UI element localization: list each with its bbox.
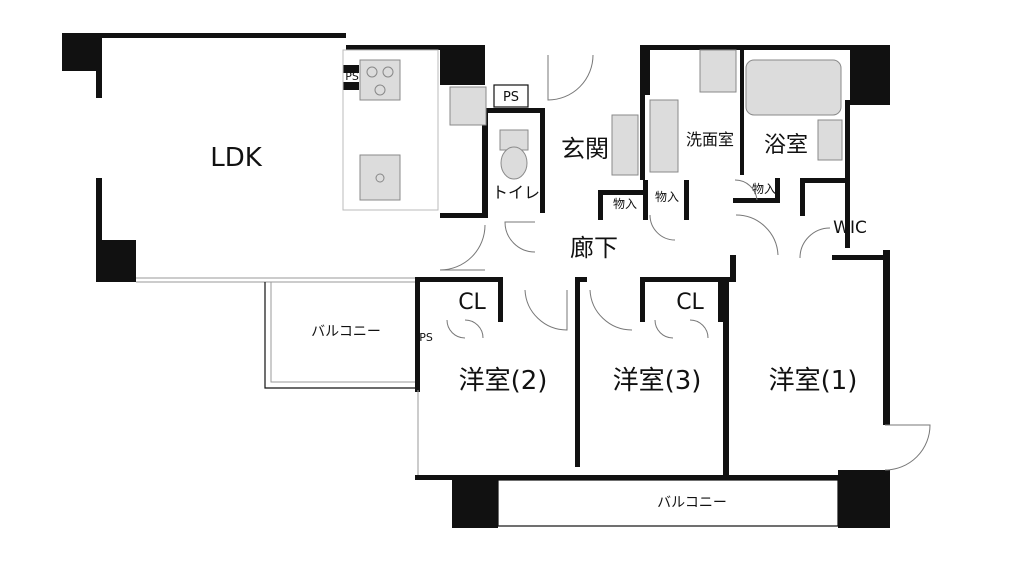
rouka-label: 廊下 — [570, 234, 618, 262]
mono-2-label: 物入 — [655, 190, 679, 204]
balcony-labels: バルコニー バルコニー — [311, 324, 727, 511]
ps-entry-label: PS — [503, 90, 519, 105]
wic-label: WIC — [833, 218, 867, 238]
cl-left-doors — [446, 319, 484, 339]
ps-labels: PS PS PS — [345, 70, 519, 344]
youshitsu2-label: 洋室(2) — [459, 366, 548, 396]
genkan-label: 玄関 — [561, 135, 609, 163]
fixtures — [342, 49, 843, 211]
shoe-cabinet — [611, 114, 639, 176]
mono-door-3 — [734, 179, 758, 201]
mono-3-label: 物入 — [752, 182, 776, 196]
balcony-door — [884, 424, 931, 471]
shower-area — [817, 119, 843, 161]
mono-1-label: 物入 — [613, 197, 637, 211]
washing-machine — [699, 49, 737, 93]
balconies — [264, 282, 839, 527]
cl-left-label: CL — [458, 290, 486, 315]
kitchen-sink — [359, 154, 401, 201]
vanity — [649, 99, 679, 173]
balcony-main-label: バルコニー — [657, 495, 727, 511]
toilet-bowl — [500, 146, 528, 180]
toilet-door — [504, 221, 536, 253]
room3-door — [589, 289, 633, 331]
doors — [439, 54, 931, 471]
youshitsu1-label: 洋室(1) — [769, 366, 858, 396]
fridge-space — [449, 86, 487, 126]
bathtub — [745, 59, 842, 116]
senmenshitsu-label: 洗面室 — [686, 130, 734, 149]
balcony-small-outline — [264, 282, 415, 389]
balcony-main-outline — [497, 479, 839, 527]
room2-door — [524, 289, 568, 331]
toilet-label: トイレ — [492, 183, 540, 202]
storage-labels: CL CL 物入 物入 物入 — [458, 182, 776, 315]
stove — [359, 59, 401, 101]
ps-balcony-label: PS — [419, 331, 433, 344]
room-labels: LDK 玄関 洗面室 浴室 トイレ 廊下 WIC 洋室(1) 洋室(2) 洋室(… — [210, 130, 867, 396]
ps-kitchen-label: PS — [345, 70, 359, 83]
cl-right-label: CL — [676, 290, 704, 315]
wic-door — [799, 227, 831, 259]
room1-door — [735, 214, 779, 256]
entry-door — [547, 54, 594, 101]
balcony-small-label: バルコニー — [311, 324, 381, 340]
ldk-door — [439, 224, 486, 271]
youshitsu3-label: 洋室(3) — [613, 366, 702, 396]
walls — [96, 33, 890, 480]
cl-right-doors — [654, 319, 709, 339]
ldk-label: LDK — [210, 143, 263, 173]
yokushitsu-label: 浴室 — [764, 133, 808, 158]
mono-door-2 — [649, 214, 676, 241]
